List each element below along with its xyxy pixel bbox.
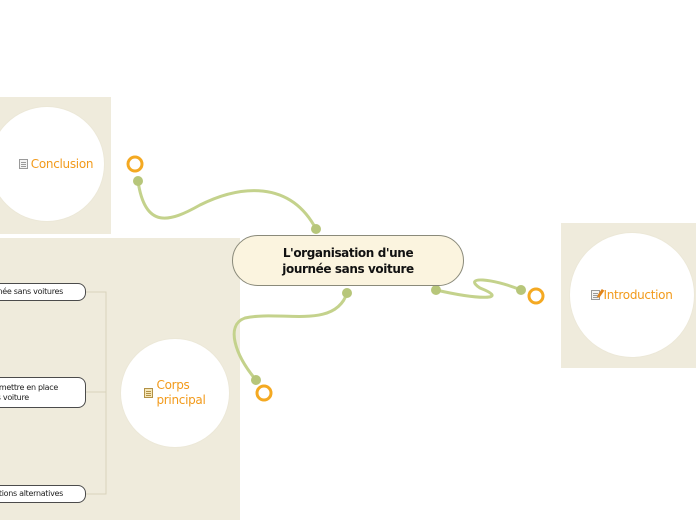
central-topic-line2: journée sans voiture [282,261,414,276]
subtopic-item-2-line1: e mettre en place [0,382,58,392]
subtopic-item-3[interactable]: ptions alternatives [0,485,86,503]
corps-text-line1: Corps [156,378,190,392]
central-knob-bottom[interactable] [342,288,352,298]
central-topic-text: L'organisation d'une journée sans voitur… [263,245,433,277]
subtopic-item-1[interactable]: rnée sans voitures [0,283,86,301]
conclusion-label: Conclusion [18,156,94,172]
introduction-text: Introduction [603,287,673,302]
corps-topic[interactable]: Corps principal [121,339,229,447]
conclusion-topic[interactable]: Conclusion [0,107,104,221]
corps-connector [232,292,349,381]
introduction-topic[interactable]: Introduction [570,233,694,357]
introduction-connector-knob[interactable] [516,285,526,295]
corps-collapse-handle[interactable] [255,384,273,402]
subtopic-item-1-text: rnée sans voitures [0,287,63,296]
central-topic[interactable]: L'organisation d'une journée sans voitur… [232,235,464,286]
corps-text: Corps principal [156,378,205,408]
subtopic-item-2[interactable]: e mettre en place ns voiture [0,377,86,408]
corps-connector-knob[interactable] [251,375,261,385]
clipboard-icon [144,388,154,398]
central-knob-right[interactable] [431,285,441,295]
subtopic-item-2-text: e mettre en place ns voiture [0,383,58,403]
introduction-collapse-handle[interactable] [527,287,545,305]
subtopic-item-2-line2: ns voiture [0,392,29,402]
conclusion-text: Conclusion [30,156,94,171]
conclusion-collapse-handle[interactable] [126,155,144,173]
corps-bracket [86,291,107,495]
corps-label: Corps principal [144,378,206,408]
conclusion-connector-knob[interactable] [133,176,143,186]
central-topic-line1: L'organisation d'une [282,245,414,260]
subtopic-item-3-text: ptions alternatives [0,489,63,498]
introduction-label: Introduction [591,287,673,303]
conclusion-connector [136,180,318,230]
introduction-connector [435,278,522,299]
corps-text-line2: principal [156,393,206,407]
pencil-note-icon [591,290,601,300]
central-knob-top[interactable] [311,224,321,234]
paper-note-icon [18,159,28,169]
